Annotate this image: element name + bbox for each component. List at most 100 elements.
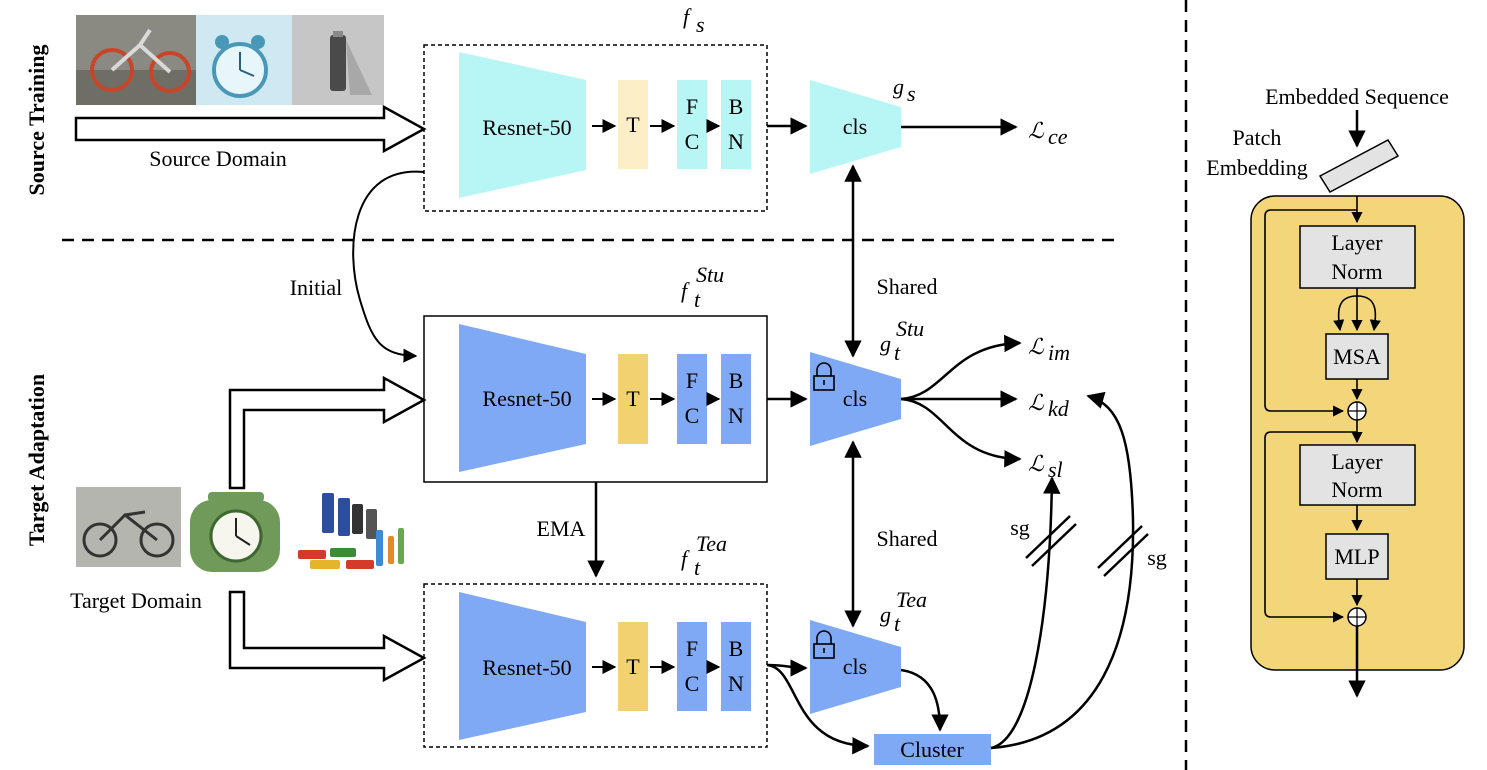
patch-embedding-label-line1: Patch — [1233, 125, 1282, 150]
svg-text:ℒ: ℒ — [1028, 390, 1045, 415]
target-clock-image — [190, 492, 280, 572]
svg-text:im: im — [1048, 340, 1070, 365]
teacher-bn-block — [721, 622, 751, 711]
source-fc-block — [677, 80, 707, 169]
svg-text:Stu: Stu — [896, 316, 924, 341]
svg-text:s: s — [907, 81, 916, 106]
svg-text:g: g — [880, 602, 891, 627]
initial-label: Initial — [290, 275, 343, 300]
msa-label: MSA — [1333, 344, 1381, 369]
source-classifier-label: cls — [843, 114, 867, 139]
svg-text:g: g — [880, 331, 891, 356]
student-fc-label-line1: F — [686, 368, 698, 393]
source-fc-label-line1: F — [686, 94, 698, 119]
source-clock-image — [196, 15, 292, 105]
student-bn-label-line1: B — [729, 368, 744, 393]
source-domain-label: Source Domain — [149, 146, 286, 171]
source-classifier-trapezoid — [810, 80, 901, 174]
source-bn-label-line2: N — [728, 129, 744, 154]
arrow-to-loss-im — [900, 334, 1022, 401]
cls-to-cluster-arrow — [900, 668, 949, 732]
teacher-encoder-box — [423, 583, 768, 748]
svg-text:t: t — [894, 340, 901, 365]
cluster-block — [874, 734, 991, 765]
f-tea-label: f t Tea — [681, 531, 727, 580]
patch-embedding-bar — [1318, 139, 1400, 193]
source-bn-block — [721, 80, 751, 169]
svg-text:t: t — [894, 611, 901, 636]
source-battery-image — [292, 15, 384, 105]
student-transform-label: T — [626, 386, 640, 411]
source-resnet-trapezoid — [459, 52, 586, 198]
loss-im-label: ℒ im — [1028, 334, 1070, 365]
ema-label: EMA — [537, 516, 586, 541]
svg-text:t: t — [694, 555, 701, 580]
svg-text:sl: sl — [1048, 457, 1063, 482]
shared-label-upper: Shared — [876, 274, 937, 299]
layer-norm-2-label-line2: Norm — [1331, 477, 1382, 502]
student-bn-block — [721, 354, 751, 444]
arrow-to-loss-sl — [900, 397, 1022, 468]
source-resnet-label: Resnet-50 — [482, 115, 571, 140]
target-domain-arrow-upper — [228, 375, 427, 490]
layer-norm-2-label-line1: Layer — [1331, 449, 1383, 474]
svg-text:f: f — [683, 4, 692, 29]
source-fc-label-line2: C — [685, 129, 700, 154]
teacher-fc-block — [677, 622, 707, 711]
svg-text:ce: ce — [1048, 124, 1068, 149]
svg-text:ℒ: ℒ — [1028, 118, 1045, 143]
target-images — [76, 487, 404, 572]
loss-sl-label: ℒ sl — [1028, 451, 1063, 482]
student-bn-label-line2: N — [728, 403, 744, 428]
source-transform-label: T — [626, 112, 640, 137]
student-classifier-label: cls — [843, 386, 867, 411]
layer-norm-1-label-line1: Layer — [1331, 230, 1383, 255]
layer-norm-1-box — [1299, 225, 1416, 289]
stop-grad-mark-sl — [1025, 515, 1077, 567]
teacher-transform-block — [618, 622, 648, 711]
source-bike-image — [76, 15, 196, 105]
source-encoder-box — [423, 44, 768, 212]
svg-text:ℒ: ℒ — [1028, 334, 1045, 359]
teacher-transform-label: T — [626, 654, 640, 679]
loss-kd-label: ℒ kd — [1028, 390, 1070, 421]
patch-embedding-label-line2: Embedding — [1206, 155, 1307, 180]
student-resnet-trapezoid — [459, 324, 586, 472]
svg-text:Stu: Stu — [696, 262, 724, 287]
shared-label-lower: Shared — [876, 526, 937, 551]
target-domain-arrow-lower — [228, 590, 427, 683]
add-1-icon — [1347, 401, 1367, 421]
f-stu-label: f t Stu — [681, 262, 724, 312]
g-s-label: g s — [893, 74, 916, 106]
layer-norm-1-label-line2: Norm — [1331, 259, 1382, 284]
student-fc-block — [677, 354, 707, 444]
tf-residual-2 — [1264, 431, 1357, 623]
cluster-label: Cluster — [900, 737, 964, 762]
mlp-label: MLP — [1334, 544, 1379, 569]
student-fc-label-line2: C — [685, 403, 700, 428]
cluster-to-loss-kd-arrow — [990, 391, 1135, 750]
loss-ce-label: ℒ ce — [1028, 118, 1068, 149]
teacher-fc-label-line2: C — [685, 671, 700, 696]
layer-norm-2-box — [1299, 444, 1416, 506]
svg-text:t: t — [694, 287, 701, 312]
svg-text:kd: kd — [1048, 396, 1070, 421]
teacher-arrow-to-cluster — [766, 663, 870, 755]
embedded-sequence-label: Embedded Sequence — [1265, 84, 1449, 109]
cluster-to-loss-sl-arrow — [990, 476, 1061, 750]
g-stu-label: g t Stu — [880, 316, 924, 365]
tf-residual-1 — [1264, 209, 1357, 417]
student-lock-icon — [813, 362, 835, 391]
target-bike-image — [76, 487, 181, 567]
teacher-fc-label-line1: F — [686, 636, 698, 661]
source-training-label: Source Training — [24, 45, 49, 196]
stop-grad-mark-kd — [1097, 525, 1149, 577]
target-battery-image — [298, 493, 404, 569]
teacher-classifier-label: cls — [843, 654, 867, 679]
svg-text:Tea: Tea — [696, 531, 727, 556]
stop-grad-label-kd: sg — [1147, 545, 1167, 570]
svg-text:s: s — [696, 12, 705, 37]
stop-grad-label-sl: sg — [1010, 515, 1030, 540]
student-transform-block — [618, 354, 648, 444]
